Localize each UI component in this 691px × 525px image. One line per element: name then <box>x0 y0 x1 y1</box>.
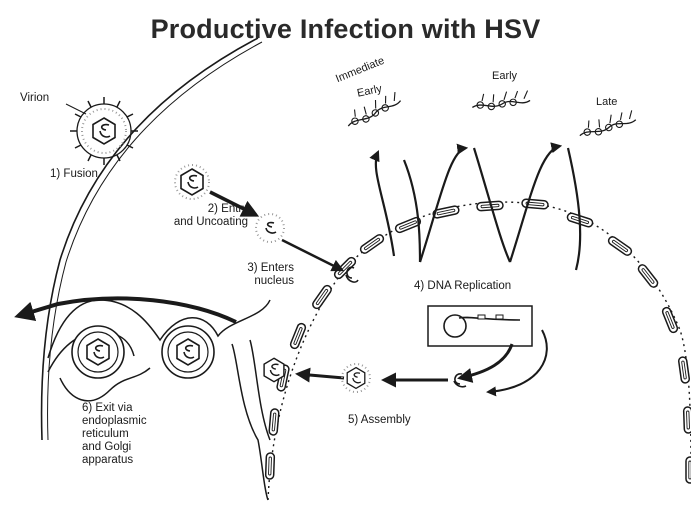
label-fusion: 1) Fusion <box>50 168 98 181</box>
mrna-early <box>472 90 531 110</box>
label-late: Late <box>596 96 617 108</box>
label-exit-line3: reticulum <box>82 428 129 441</box>
er-golgi-pathway <box>48 300 270 500</box>
viral-dna-in-nucleus <box>346 267 358 282</box>
label-exit-line2: endoplasmic <box>82 415 147 428</box>
assembling-capsid <box>342 364 370 392</box>
label-dna-replication: 4) DNA Replication <box>414 280 511 293</box>
label-entry-line1: 2) Entry <box>140 203 248 216</box>
mrna-late <box>577 110 637 139</box>
label-exit-line1: 6) Exit via <box>82 402 133 415</box>
label-assembly: 5) Assembly <box>348 414 411 427</box>
label-exit-line4: and Golgi <box>82 441 131 454</box>
label-entry-line2: and Uncoating <box>140 216 248 229</box>
virion-graphic <box>70 97 138 165</box>
dna-replication-box <box>428 306 532 346</box>
label-exit-line5: apparatus <box>82 454 133 467</box>
label-early: Early <box>492 70 517 82</box>
uncoating-capsid <box>256 214 284 242</box>
enveloped-capsid-at-membrane <box>264 358 284 381</box>
label-enters-line2: nucleus <box>200 275 294 288</box>
label-virion: Virion <box>20 92 49 105</box>
page-title: Productive Infection with HSV <box>0 14 691 45</box>
mrna-immediate-early <box>343 91 403 129</box>
virion-pointer <box>66 104 86 114</box>
label-enters-line1: 3) Enters <box>200 262 294 275</box>
er-capsids <box>72 326 214 378</box>
fusion-capsid <box>175 165 209 199</box>
